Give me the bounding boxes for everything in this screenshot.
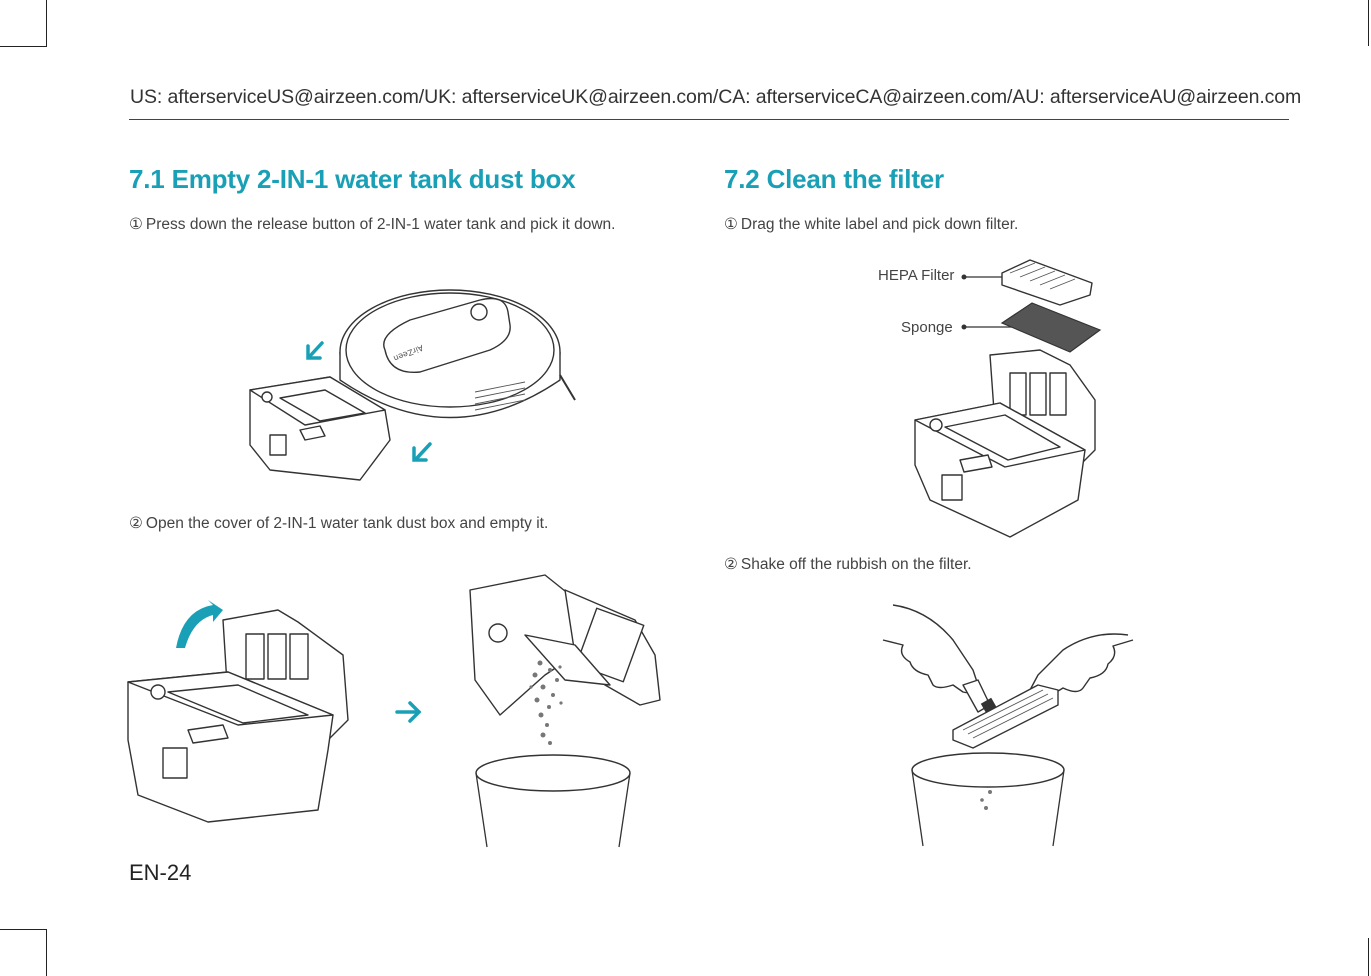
hepa-filter-label: HEPA Filter: [878, 267, 955, 284]
crop-mark-bottom-left-v: [46, 929, 47, 976]
step-text: Shake off the rubbish on the filter.: [740, 556, 972, 573]
crop-mark-bottom-left-h: [0, 929, 47, 930]
step-text: Open the cover of 2-IN-1 water tank dust…: [145, 515, 549, 532]
step-number: ①: [129, 216, 143, 233]
contact-emails: US: afterserviceUS@airzeen.com/UK: after…: [130, 86, 1302, 108]
step-number: ②: [129, 515, 143, 532]
shake-filter-illustration: [882, 604, 1134, 847]
step-number: ①: [724, 216, 738, 233]
arrow-down-left-icon: [412, 442, 432, 462]
crop-mark-top-left-h: [0, 46, 47, 47]
filter-exploded-illustration: [914, 259, 1102, 538]
step-number: ②: [724, 556, 738, 573]
sponge-label: Sponge: [901, 319, 953, 336]
open-cover-illustration: [127, 600, 349, 823]
curved-arrow-icon: [176, 600, 223, 648]
robot-tank-removal-illustration: AirZeen: [249, 289, 576, 481]
emptying-dust-illustration: [469, 574, 661, 848]
crop-mark-bottom-right-v: [1368, 938, 1369, 976]
header-divider: [129, 119, 1289, 120]
step-text: Drag the white label and pick down filte…: [740, 216, 1019, 233]
section-title-empty-dust-box: 7.1 Empty 2-IN-1 water tank dust box: [129, 164, 576, 194]
crop-mark-top-left-v: [46, 0, 47, 46]
arrow-right-icon-container: [395, 701, 422, 723]
section-title-clean-filter: 7.2 Clean the filter: [724, 164, 944, 194]
step-text: Press down the release button of 2-IN-1 …: [145, 216, 616, 233]
page-number: EN-24: [129, 860, 192, 885]
arrow-right-icon: [395, 701, 422, 723]
crop-mark-top-right-v: [1368, 0, 1369, 46]
arrow-down-left-icon: [306, 341, 324, 360]
